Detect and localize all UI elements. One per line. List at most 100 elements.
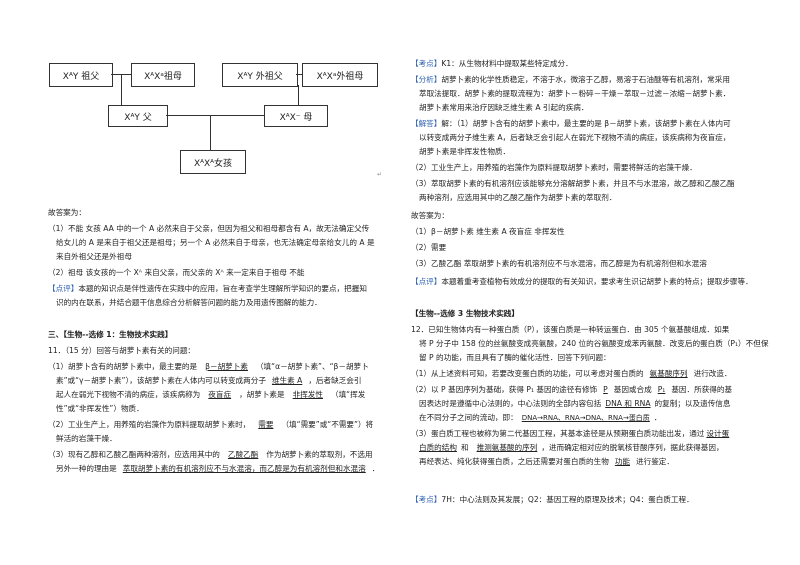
girl-label: XᴬXᴬ女孩 xyxy=(193,158,233,169)
q11-1a: （1）胡萝卜含有的胡萝卜素中，最主要的是 xyxy=(48,362,198,371)
grandfather-paternal-box: XᴬY 祖父 xyxy=(49,63,113,87)
paragraph-mark: ↵ xyxy=(377,171,383,178)
q11-3a: （3）现有乙醇和乙酸乙酯两种溶剂，应选用其中的 xyxy=(48,450,220,459)
grandmother-paternal-label: XᴬXᵃ祖母 xyxy=(144,71,182,82)
father-box: XᴬY 父 xyxy=(108,105,168,127)
kaodian2-tag: 【考点】 xyxy=(411,495,442,504)
kaodian2-line: 【考点】7H：中心法则及其发展；Q2：基因工程的原理及技术；Q4：蛋白质工程． xyxy=(411,495,694,505)
q12-1a: （1）从上述资料可知，若要改变蛋白质的功能，可以考虑对蛋白质的 xyxy=(411,369,644,378)
jieda-tag: 【解答】 xyxy=(411,119,442,128)
kaodian-text: K1：从生物材料中提取某些特定成分． xyxy=(441,59,573,68)
q11-3d: 另外一种的理由是 xyxy=(56,464,117,473)
section-title-elective1: 三、【生物--选修 1：生物技术实践】 xyxy=(48,330,173,339)
q11-3-answer-reason: 萃取胡萝卜素的有机溶剂应不与水混溶，而乙醇是为有机溶剂但和水混溶 xyxy=(122,464,366,473)
review-line2: 识的内在联系，并结合题干信息综合分析解答问题的能力及用遗传图解的能力． xyxy=(56,298,322,307)
grandfather-maternal-box: XᴬY 外祖父 xyxy=(222,63,298,87)
dianping-text: 本题着重考查植物有效成分的提取的有关知识，要求考生识记胡萝卜素的特点；提取步骤等… xyxy=(441,277,753,286)
q12-2c: 基因或合成 xyxy=(613,385,652,394)
q12-line3: 留 P 的功能，而且具有了酶的催化活性．回答下列问题： xyxy=(419,353,611,362)
q11-1k: （填“挥发 xyxy=(331,390,366,399)
grandmother-paternal-box: XᴬXᵃ祖母 xyxy=(131,63,195,87)
q12-part1: （1）从上述资料可知，若要改变蛋白质的功能，可以考虑对蛋白质的氨基酸序列进行改造… xyxy=(411,369,732,379)
q11-2-answer-need: 需要 xyxy=(258,420,274,429)
dianping-line: 【点评】本题着重考查植物有效成分的提取的有关知识，要求考生识记胡萝卜素的特点；提… xyxy=(411,277,753,287)
q12-2i: 在不同分子之间的流动，即： xyxy=(419,413,518,422)
q12-2-answer-dna-rna: DNA 和 RNA xyxy=(605,399,651,408)
q11-3f: ． xyxy=(371,464,380,473)
kaodian2-text: 7H：中心法则及其发展；Q2：基因工程的原理及技术；Q4：蛋白质工程． xyxy=(441,495,694,504)
right-answer-1: （1）β－胡萝卜素 维生素 A 夜盲症 非挥发性 xyxy=(411,227,565,236)
fenxi-line2: 萃取法提取．胡萝卜素的提取流程为：胡萝卜－粉碎－干燥－萃取－过滤－浓缩－胡萝卜素… xyxy=(419,89,731,98)
q11-1f: ，后者缺乏会引 xyxy=(308,376,362,385)
q12-2f: 因表达时是遵循中心法则的，中心法则的全部内容包括 xyxy=(419,399,602,408)
q11-2a: （2）工业生产上，用养殖的岩藻作为原料提取胡萝卜素时， xyxy=(48,420,251,429)
q11-1i: ，胡萝卜素是 xyxy=(239,390,285,399)
descent-line-father xyxy=(121,74,122,105)
right-answer-3: （3）乙酸乙酯 萃取胡萝卜素的有机溶剂应不与水混溶，而乙醇是为有机溶剂但和水混溶 xyxy=(411,259,707,268)
q12-1-answer: 氨基酸序列 xyxy=(649,369,688,378)
q11-1-answer-vitA: 维生素 A xyxy=(271,376,303,385)
q11-1-answer-nightblind: 夜盲症 xyxy=(208,390,232,399)
q11-2c: （填“需要”或“不需要”）将 xyxy=(281,420,374,429)
q12-2h: 的复制；以及遗传信息 xyxy=(654,399,731,408)
fenxi-text1: 胡萝卜素的化学性质稳定，不溶于水，微溶于乙醇，易溶于石油醚等有机溶剂，常采用 xyxy=(441,75,730,84)
q12-part2-line1: （2）以 P 基因序列为基础，获得 P₁ 基因的途径有修饰 P 基因或合成 P₁ 基因．… xyxy=(411,385,732,395)
q11-part3-line2: 另外一种的理由是萃取胡萝卜素的有机溶剂应不与水混溶，而乙醇是为有机溶剂但和水混溶… xyxy=(56,464,379,474)
q12-line2: 将 P 分子中 158 位的丝氨酸变成亮氨酸，240 位的谷氨酸变成苯丙氨酸．改… xyxy=(419,339,769,348)
girl-box: XᴬXᴬ女孩 xyxy=(180,150,246,174)
grandmother-maternal-label: XᴬXᵃ外祖母 xyxy=(316,71,364,82)
mother-box: XᴬX⁻ 母 xyxy=(264,105,328,127)
mother-label: XᴬX⁻ 母 xyxy=(279,112,313,123)
q11-part1-line2: 素”或“γ－胡萝卜素”），该胡萝卜素在人体内可以转变成两分子维生素 A ，后者缺乏… xyxy=(56,376,361,386)
q12-3-answer-design-b: 白质的结构 xyxy=(419,443,457,452)
q12-2-answer-p: P xyxy=(603,385,608,394)
question-11: 11．（15 分）回答与胡萝卜素有关的问题： xyxy=(48,346,196,355)
q12-3d: 和 xyxy=(460,443,469,452)
q12-line1: 12．已知生物体内有一种蛋白质（P），该蛋白质是一种转运蛋白．由 305 个氨基… xyxy=(411,325,730,334)
q12-2e: 基因．所获得的基 xyxy=(671,385,733,394)
q12-part3-line3: 再经表达、纯化获得蛋白质，之后还需要对蛋白质的生物功能进行鉴定． xyxy=(419,457,674,467)
q12-part3-line1: （3）蛋白质工程也被称为第二代基因工程，其基本途径是从预期蛋白质功能出发，通过设… xyxy=(411,429,731,439)
kaodian-line: 【考点】K1：从生物材料中提取某些特定成分． xyxy=(411,59,573,69)
review-text1: 本题的知识点是伴性遗传在实践中的应用，旨在考查学生理解所学知识的要点，把握知 xyxy=(78,284,367,293)
dianping-tag: 【点评】 xyxy=(411,277,442,286)
q12-1c: 进行改造． xyxy=(693,369,732,378)
review-line1: 【点评】本题的知识点是伴性遗传在实践中的应用，旨在考查学生理解所学知识的要点，把… xyxy=(48,284,367,294)
q11-3-answer-ethylacetate: 乙酸乙酯 xyxy=(227,450,259,459)
answer-2: （2）祖母 该女孩的一个 Xᴬ 来自父亲，而父亲的 Xᴬ 来一定来自于祖母 不能 xyxy=(48,268,305,277)
q11-part1-line4: 性”或“非挥发性”）物质． xyxy=(56,404,144,413)
answer-1-line2: 给女儿的 A 是来自于祖父还是祖母；另一个 A 必然来自于母亲，也无法确定母亲给… xyxy=(56,238,375,247)
grandfather-paternal-label: XᴬY 祖父 xyxy=(62,71,100,82)
q12-3g: 再经表达、纯化获得蛋白质，之后还需要对蛋白质的生物 xyxy=(419,457,609,466)
q12-3-answer-infer: 推测氨基酸的序列 xyxy=(476,443,538,452)
grandmother-maternal-box: XᴬXᵃ外祖母 xyxy=(302,63,378,87)
right-answer-2: （2）需要 xyxy=(411,243,447,252)
kaodian-tag: 【考点】 xyxy=(411,59,442,68)
marriage-line-parents xyxy=(166,115,264,116)
fenxi-tag: 【分析】 xyxy=(411,75,442,84)
answer-title: 故答案为： xyxy=(48,208,86,217)
q11-1d: 素”或“γ－胡萝卜素”），该胡萝卜素在人体内可以转变成两分子 xyxy=(56,376,266,385)
fenxi-line3: 胡萝卜素常用来治疗因缺乏维生素 A 引起的疾病． xyxy=(419,103,589,112)
jieda-3-line2: 两种溶剂，应选用其中的乙酸乙酯作为胡萝卜素的萃取剂． xyxy=(419,193,617,202)
q12-3a: （3）蛋白质工程也被称为第二代基因工程，其基本途径是从预期蛋白质功能出发，通过 xyxy=(411,429,705,438)
jieda-line2: 以转变成两分子维生素 A，后者缺乏会引起人在弱光下视物不清的病症，该疾病称为夜盲… xyxy=(419,133,731,142)
q12-3f: ，进而确定相对应的脱氧核苷酸序列，据此获得基因， xyxy=(541,443,724,452)
jieda-2: （2）工业生产上，用养殖的岩藻作为原料提取胡萝卜素时，需要将鲜活的岩藻干燥． xyxy=(411,163,697,172)
father-label: XᴬY 父 xyxy=(124,112,152,123)
q11-3c: 作为胡萝卜素的萃取剂，不选用 xyxy=(266,450,373,459)
q12-part2-line3: 在不同分子之间的流动，即：DNA→RNA、RNA→DNA、RNA→蛋白质． xyxy=(419,413,661,423)
q12-2a: （2）以 P 基因序列为基础，获得 P₁ 基因的途径有修饰 xyxy=(411,385,598,394)
q12-2-answer-p1: P₁ xyxy=(657,385,666,394)
section-title-elective3: 【生物--选修 3 生物技术实践】 xyxy=(411,309,519,318)
jieda-3-line1: （3）萃取胡萝卜素的有机溶剂应该能够充分溶解胡萝卜素，并且不与水混溶，故乙醇和乙… xyxy=(411,179,735,188)
review-tag: 【点评】 xyxy=(48,284,79,293)
jieda-line3: 胡萝卜素是非挥发性物质． xyxy=(419,147,511,156)
q12-3-answer-design-a: 设计蛋 xyxy=(706,429,730,438)
grandfather-maternal-label: XᴬY 外祖父 xyxy=(237,71,283,82)
descent-line-girl xyxy=(210,115,211,150)
q12-2k: ． xyxy=(653,413,662,422)
q12-3i: 进行鉴定． xyxy=(636,457,674,466)
